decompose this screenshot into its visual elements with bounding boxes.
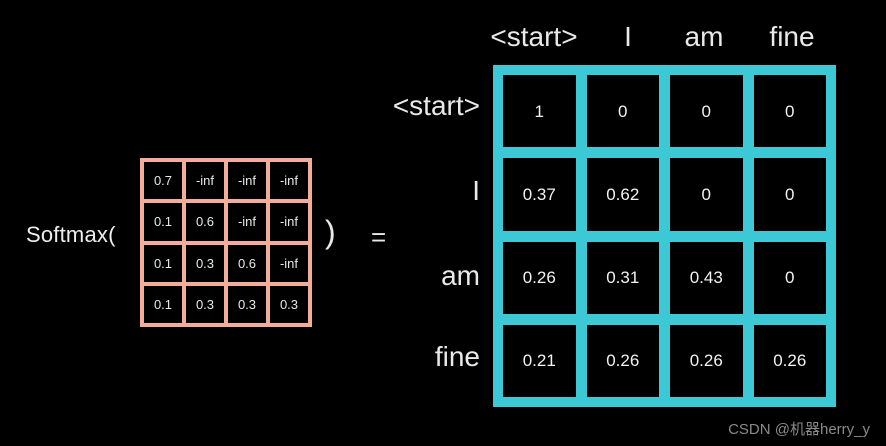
input-cell: 0.6 (228, 244, 266, 282)
input-cell: 0.7 (144, 162, 182, 200)
output-cell: 0 (586, 75, 659, 148)
csdn-watermark: CSDN @机器herry_y (728, 421, 870, 438)
input-cell: -inf (270, 162, 308, 200)
output-cell: 0 (753, 75, 826, 148)
input-cell: 0.1 (144, 285, 182, 323)
input-cell: -inf (270, 244, 308, 282)
column-header-fine: fine (769, 21, 815, 52)
input-cell: 0.1 (144, 244, 182, 282)
output-cell: 0.43 (670, 241, 743, 314)
input-cell: -inf (228, 203, 266, 241)
closing-paren: ) (325, 214, 336, 250)
input-cell: 0.1 (144, 203, 182, 241)
input-cell: 0.6 (186, 203, 224, 241)
row-header-start: <start> (392, 90, 480, 121)
output-cell: 0.37 (503, 158, 576, 231)
column-header-i: I (624, 21, 632, 52)
output-cell: 0 (670, 75, 743, 148)
input-cell: -inf (270, 203, 308, 241)
output-cell: 0.26 (753, 324, 826, 397)
output-cell: 0.26 (586, 324, 659, 397)
output-cell: 0.62 (586, 158, 659, 231)
output-cell: 1 (503, 75, 576, 148)
row-header-i: I (472, 175, 480, 206)
column-header-start: <start> (490, 21, 578, 52)
input-cell: 0.3 (228, 285, 266, 323)
input-score-matrix: 0.7 -inf -inf -inf 0.1 0.6 -inf -inf 0.1… (140, 158, 312, 327)
column-header-am: am (684, 21, 724, 52)
output-cell: 0.26 (670, 324, 743, 397)
input-cell: 0.3 (186, 244, 224, 282)
row-header-am: am (441, 260, 480, 291)
row-header-fine: fine (434, 341, 480, 372)
output-cell: 0 (753, 158, 826, 231)
output-attention-matrix: 1 0 0 0 0.37 0.62 0 0 0.26 0.31 0.43 0 0… (493, 65, 836, 407)
softmax-function-label: Softmax( (26, 222, 116, 247)
output-cell: 0.26 (503, 241, 576, 314)
equals-sign: = (371, 222, 387, 252)
output-cell: 0.31 (586, 241, 659, 314)
input-cell: 0.3 (186, 285, 224, 323)
output-cell: 0 (753, 241, 826, 314)
input-cell: 0.3 (270, 285, 308, 323)
output-cell: 0.21 (503, 324, 576, 397)
input-cell: -inf (228, 162, 266, 200)
output-cell: 0 (670, 158, 743, 231)
input-cell: -inf (186, 162, 224, 200)
